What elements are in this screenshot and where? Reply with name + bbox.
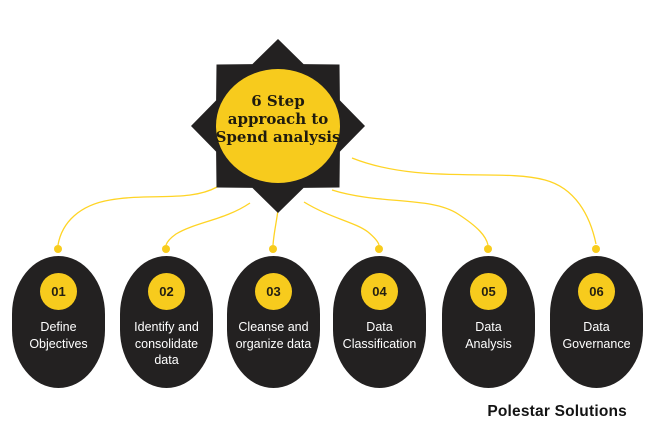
step-number-badge: 05: [470, 273, 507, 310]
step-number-badge: 02: [148, 273, 185, 310]
step-card-3: 03 Cleanse and organize data: [227, 256, 320, 388]
step-label: Data Governance: [562, 320, 631, 351]
step-card-1: 01 Define Objectives: [12, 256, 105, 388]
connector-dot-2: [162, 245, 170, 253]
hub-circle: [216, 69, 340, 183]
step-label: Data Analysis: [465, 320, 512, 351]
connector-line-5: [331, 189, 489, 246]
step-number-badge: 04: [361, 273, 398, 310]
connector-dot-5: [484, 245, 492, 253]
step-card-2: 02 Identify and consolidate data: [120, 256, 213, 388]
step-card-6: 06 Data Governance: [550, 256, 643, 388]
connector-dot-6: [592, 245, 600, 253]
hub-title: 6 Step approach to Spend analysis: [215, 92, 341, 146]
connector-line-3: [272, 209, 279, 246]
connector-line-2: [165, 202, 251, 246]
connector-line-4: [303, 201, 380, 246]
step-number-badge: 06: [578, 273, 615, 310]
step-label: Identify and consolidate data: [134, 320, 199, 367]
connector-dot-1: [54, 245, 62, 253]
step-label: Cleanse and organize data: [235, 320, 312, 351]
connector-dot-3: [269, 245, 277, 253]
step-card-4: 04 Data Classification: [333, 256, 426, 388]
connector-dot-4: [375, 245, 383, 253]
step-label: Define Objectives: [29, 320, 88, 351]
connector-line-1: [57, 186, 218, 246]
step-card-5: 05 Data Analysis: [442, 256, 535, 388]
connector-line-6: [351, 157, 597, 245]
brand-text: Polestar Solutions: [487, 403, 627, 420]
step-number-badge: 01: [40, 273, 77, 310]
step-label: Data Classification: [342, 320, 417, 351]
step-number-badge: 03: [255, 273, 292, 310]
